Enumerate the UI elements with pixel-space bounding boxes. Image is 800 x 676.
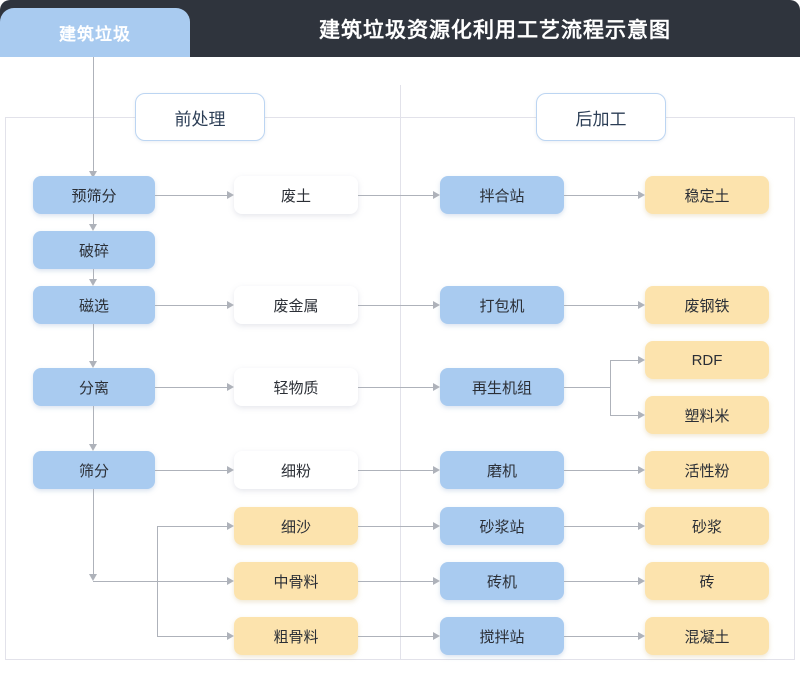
node-scrap-steel[interactable]: 废钢铁 [645, 286, 769, 324]
arrowhead-down-magnetic [89, 279, 97, 286]
connector-fine-powder-to-grinder [358, 470, 433, 471]
arrowhead-right-brick [638, 577, 645, 585]
arrowhead-right-scrap-steel [638, 301, 645, 309]
connector-screening-down [93, 489, 94, 574]
node-mortar-station[interactable]: 砂浆站 [440, 507, 564, 545]
connector-regeneration-unit-stem [564, 387, 610, 388]
connector-fine-sand-to-mortar-station [358, 526, 433, 527]
node-active-powder[interactable]: 活性粉 [645, 451, 769, 489]
connector-grinder-to-active-powder [564, 470, 638, 471]
node-waste-soil[interactable]: 废土 [234, 176, 358, 214]
node-waste-metal[interactable]: 废金属 [234, 286, 358, 324]
arrowhead-right-rdf [638, 356, 645, 364]
connector-medium-aggregate-to-brick-machine [358, 581, 433, 582]
connector-brick-machine-to-brick [564, 581, 638, 582]
node-brick-machine[interactable]: 砖机 [440, 562, 564, 600]
arrowhead-right-mortar-station [433, 522, 440, 530]
arrowhead-down-crushing [89, 224, 97, 231]
connector-magnetic-to-waste-metal [155, 305, 227, 306]
connector-aggregate-riser [157, 526, 158, 637]
arrowhead-right-medium-aggregate [227, 577, 234, 585]
arrowhead-right-light-material [227, 383, 234, 391]
connector-regeneration-fork-riser [610, 360, 611, 415]
node-rdf[interactable]: RDF [645, 341, 769, 379]
node-agitation-station[interactable]: 搅拌站 [440, 617, 564, 655]
arrowhead-right-brick-machine [433, 577, 440, 585]
arrowhead-down-prescreening [89, 171, 97, 178]
connector-baler-to-scrap-steel [564, 305, 638, 306]
stage-header-pre-processing[interactable]: 前处理 [135, 93, 265, 141]
node-crushing[interactable]: 破碎 [33, 231, 155, 269]
connector-fork-to-plastic-pellets [610, 415, 638, 416]
node-screening[interactable]: 筛分 [33, 451, 155, 489]
node-magnetic-separation[interactable]: 磁选 [33, 286, 155, 324]
stage-header-post-processing[interactable]: 后加工 [536, 93, 666, 141]
connector-tab-to-prescreening [93, 57, 94, 171]
connector-agitation-station-to-concrete [564, 636, 638, 637]
connector-separation-to-light-material [155, 387, 227, 388]
arrowhead-right-waste-metal [227, 301, 234, 309]
arrowhead-right-regeneration-unit [433, 383, 440, 391]
connector-fork-to-rdf [610, 360, 638, 361]
connector-prescreening-to-crushing [93, 214, 94, 224]
arrowhead-down-screening [89, 444, 97, 451]
arrowhead-right-grinder [433, 466, 440, 474]
connector-riser-to-coarse-aggregate [157, 636, 227, 637]
arrowhead-right-mixing-station [433, 191, 440, 199]
node-regeneration-unit[interactable]: 再生机组 [440, 368, 564, 406]
node-baler[interactable]: 打包机 [440, 286, 564, 324]
arrowhead-down-aggregate-bus [89, 574, 97, 581]
node-mortar[interactable]: 砂浆 [645, 507, 769, 545]
node-pre-screening[interactable]: 预筛分 [33, 176, 155, 214]
stage-divider [400, 85, 401, 660]
page-title: 建筑垃圾资源化利用工艺流程示意图 [319, 18, 671, 42]
node-stabilized-soil[interactable]: 稳定土 [645, 176, 769, 214]
arrowhead-down-separation [89, 361, 97, 368]
connector-prescreening-to-waste-soil [155, 195, 227, 196]
node-brick[interactable]: 砖 [645, 562, 769, 600]
connector-separation-to-screening [93, 406, 94, 444]
node-concrete[interactable]: 混凝土 [645, 617, 769, 655]
connector-light-material-to-regeneration-unit [358, 387, 433, 388]
arrowhead-right-concrete [638, 632, 645, 640]
arrowhead-right-coarse-aggregate [227, 632, 234, 640]
connector-waste-soil-to-mixing-station [358, 195, 433, 196]
node-fine-powder[interactable]: 细粉 [234, 451, 358, 489]
connector-coarse-aggregate-to-agitation-station [358, 636, 433, 637]
arrowhead-right-baler [433, 301, 440, 309]
connector-mortar-station-to-mortar [564, 526, 638, 527]
arrowhead-right-fine-powder [227, 466, 234, 474]
connector-bus-to-medium-aggregate [93, 581, 227, 582]
arrowhead-right-mortar [638, 522, 645, 530]
connector-riser-to-fine-sand [157, 526, 227, 527]
arrowhead-right-fine-sand [227, 522, 234, 530]
node-light-material[interactable]: 轻物质 [234, 368, 358, 406]
node-fine-sand[interactable]: 细沙 [234, 507, 358, 545]
node-grinder[interactable]: 磨机 [440, 451, 564, 489]
node-medium-aggregate[interactable]: 中骨料 [234, 562, 358, 600]
connector-crushing-to-magnetic [93, 269, 94, 279]
arrowhead-right-active-powder [638, 466, 645, 474]
source-tab-construction-waste[interactable]: 建筑垃圾 [0, 8, 190, 57]
connector-waste-metal-to-baler [358, 305, 433, 306]
arrowhead-right-plastic-pellets [638, 411, 645, 419]
arrowhead-right-waste-soil [227, 191, 234, 199]
node-plastic-pellets[interactable]: 塑料米 [645, 396, 769, 434]
connector-screening-to-fine-powder [155, 470, 227, 471]
connector-mixing-station-to-stabilized-soil [564, 195, 638, 196]
arrowhead-right-stabilized-soil [638, 191, 645, 199]
arrowhead-right-agitation-station [433, 632, 440, 640]
node-separation[interactable]: 分离 [33, 368, 155, 406]
connector-magnetic-to-separation [93, 324, 94, 361]
node-coarse-aggregate[interactable]: 粗骨料 [234, 617, 358, 655]
node-mixing-station[interactable]: 拌合站 [440, 176, 564, 214]
